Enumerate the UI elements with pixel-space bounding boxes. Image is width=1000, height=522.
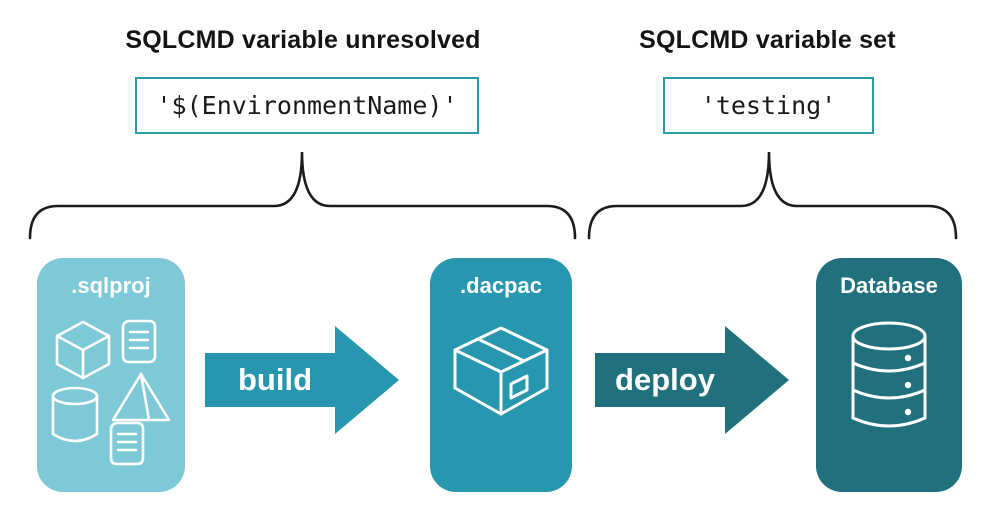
right-brace-shape [587, 151, 958, 240]
dacpac-node: .dacpac [430, 258, 572, 492]
package-box-icon [453, 326, 549, 416]
heading-unresolved: SQLCMD variable unresolved [125, 26, 481, 54]
sql-objects-icon [51, 319, 171, 466]
scroll-icon [121, 319, 157, 364]
sqlproj-node: .sqlproj [37, 258, 185, 492]
database-cylinder-icon [851, 321, 927, 428]
pyramid-icon [111, 372, 171, 422]
build-arrow: build [205, 324, 401, 436]
left-brace-shape [28, 151, 577, 240]
deploy-arrow: deploy [595, 324, 791, 436]
arrow-right-icon [205, 326, 399, 434]
cylinder-icon [51, 386, 99, 443]
build-label: build [237, 362, 313, 397]
deploy-label: deploy [615, 362, 715, 397]
database-node: Database [816, 258, 962, 492]
arrow-right-icon [595, 326, 789, 434]
dacpac-label: .dacpac [460, 273, 542, 298]
code-text-set: 'testing' [700, 91, 837, 120]
deploy-arrow-shape [595, 326, 789, 434]
code-text-unresolved: '$(EnvironmentName)' [156, 91, 458, 120]
sqlproj-label: .sqlproj [71, 273, 151, 298]
scroll-icon [109, 421, 145, 466]
build-arrow-shape [205, 326, 399, 434]
cube-icon [55, 320, 111, 380]
database-label: Database [840, 273, 938, 298]
code-box-set: 'testing' [663, 77, 874, 134]
heading-set: SQLCMD variable set [639, 26, 896, 54]
code-box-unresolved: '$(EnvironmentName)' [135, 77, 479, 134]
